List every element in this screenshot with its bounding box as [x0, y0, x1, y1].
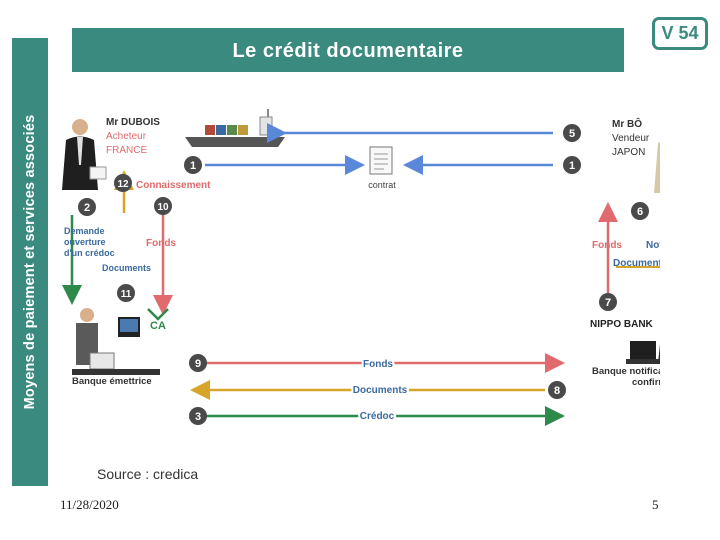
sidebar-label: Moyens de paiement et services associés	[22, 114, 38, 410]
demande-line3: d'un crédoc	[64, 248, 115, 258]
sidebar-band	[12, 38, 48, 486]
buyer-name: Mr DUBOIS	[106, 117, 160, 128]
step-number: 1	[569, 160, 575, 172]
contract-label: contrat	[368, 180, 396, 190]
page-title: Le crédit documentaire	[72, 28, 624, 72]
step-number: 3	[195, 411, 201, 423]
step-number: 11	[121, 289, 132, 300]
step-2: 2	[78, 198, 96, 216]
buyer-role: Acheteur	[106, 131, 147, 142]
demande-line1: Demande	[64, 226, 105, 236]
step-11: 11	[117, 284, 135, 302]
step-number: 9	[195, 358, 201, 370]
step-number: 1	[190, 160, 196, 172]
step-9: 9	[189, 354, 207, 372]
contract-document-icon	[369, 146, 393, 175]
step-number: 10	[157, 202, 169, 213]
buyer-country: FRANCE	[106, 145, 147, 156]
ship-icon	[185, 109, 285, 147]
step-number: 5	[569, 128, 575, 140]
nippo-bank-label: NIPPO BANK	[590, 319, 654, 330]
step-number: 7	[605, 297, 611, 309]
step-1-buyer: 1	[184, 156, 202, 174]
slide-code-badge: V 54	[652, 17, 708, 50]
seller-country: JAPON	[612, 147, 645, 158]
source-note: Source : credica	[97, 466, 199, 482]
credoc-flow-label: Crédoc	[360, 411, 395, 422]
step-number: 8	[554, 385, 560, 397]
step-8: 8	[548, 381, 566, 399]
buyer-fonds-label: Fonds	[146, 238, 176, 249]
issuing-bank-label: Banque émettrice	[72, 376, 152, 387]
seller-figure	[654, 141, 660, 193]
connaissement-label: Connaissement	[136, 180, 211, 191]
seller-name: Mr BÔ	[612, 117, 642, 130]
step-number: 12	[117, 179, 129, 190]
page-number: 5	[652, 497, 659, 512]
demande-line2: ouverture	[64, 237, 106, 247]
notification-label: Notification	[646, 240, 660, 251]
step-number: 6	[637, 206, 643, 218]
credit-agricole-logo: CA	[147, 308, 169, 332]
advising-bank-line2: confirmante	[632, 377, 660, 388]
step-12: 12	[114, 174, 132, 192]
step-number: 2	[84, 202, 90, 214]
buyer-figure	[62, 119, 107, 190]
step-7: 7	[599, 293, 617, 311]
step-6: 6	[631, 202, 649, 220]
fonds-flow-label: Fonds	[363, 359, 393, 370]
issuing-bank-figure	[72, 308, 160, 375]
buyer-documents-label: Documents	[102, 263, 151, 273]
step-10: 10	[154, 197, 172, 215]
letter-of-credit-diagram: Mr DUBOIS Acheteur FRANCE contrat Mr BÔ …	[62, 109, 660, 426]
documents-flow-label: Documents	[353, 385, 408, 396]
advising-bank-figure	[626, 341, 660, 364]
seller-role: Vendeur	[612, 133, 650, 144]
step-1-seller: 1	[563, 156, 581, 174]
step-3: 3	[189, 407, 207, 425]
footer-date: 11/28/2020	[60, 497, 119, 512]
bank-logo-text: CA	[150, 320, 166, 332]
step-5: 5	[563, 124, 581, 142]
seller-fonds-label: Fonds	[592, 240, 622, 251]
seller-documents-label: Documents	[613, 258, 660, 269]
advising-bank-line1: Banque notificatrice /	[592, 366, 660, 377]
